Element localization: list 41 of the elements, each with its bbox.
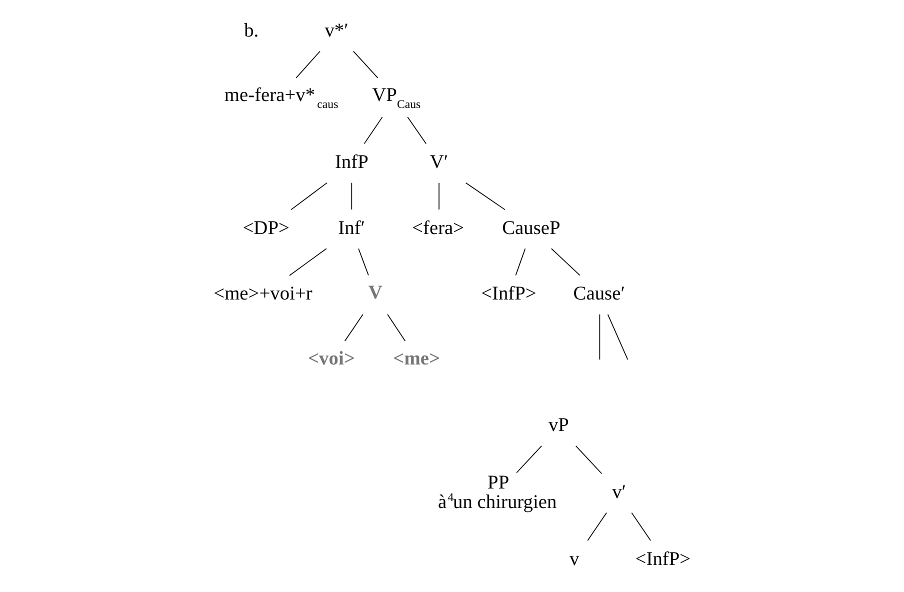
connector (290, 182, 327, 210)
label: b. (244, 20, 258, 42)
node-text: CauseP (502, 218, 560, 239)
node-text: Cause′ (572, 284, 624, 305)
node-text: V (368, 282, 382, 304)
node-text: V′ (429, 152, 448, 174)
node-text: v (569, 548, 579, 570)
connector (574, 446, 602, 474)
node-text: Inf′ (338, 218, 365, 239)
connector (586, 512, 606, 541)
connector (295, 50, 320, 78)
connector (352, 50, 378, 78)
connector (358, 248, 368, 276)
connector (350, 182, 352, 210)
connector (550, 248, 580, 276)
node-text: VP$_{Caus}$ (372, 85, 420, 112)
node-text: v′ (612, 482, 626, 504)
node-text: <DP> (242, 218, 289, 239)
connector (630, 512, 651, 541)
connector (438, 182, 439, 210)
node-text: PP à$^{4}$un chirurgien (437, 472, 556, 513)
node-text: vP (548, 415, 568, 436)
connector (598, 314, 600, 360)
connector (288, 248, 326, 276)
connector (406, 116, 426, 144)
node-text: me-fera+v*$_{caus}$ (224, 85, 338, 112)
connector (344, 314, 363, 342)
connector (516, 446, 542, 474)
connector (363, 116, 382, 144)
node-text: <InfP> (634, 548, 690, 570)
connector (606, 314, 628, 360)
node-text: <fera> (412, 218, 464, 239)
node-text: v*′ (324, 20, 348, 42)
node-text: <me> (392, 348, 440, 370)
node-text: InfP (334, 152, 368, 174)
node-text: <InfP> (480, 284, 536, 305)
connector (514, 248, 526, 276)
connector (386, 314, 406, 342)
node-text: <voi> (307, 348, 354, 370)
node-text: <me>+voi+r (213, 284, 312, 305)
connector (464, 182, 505, 210)
